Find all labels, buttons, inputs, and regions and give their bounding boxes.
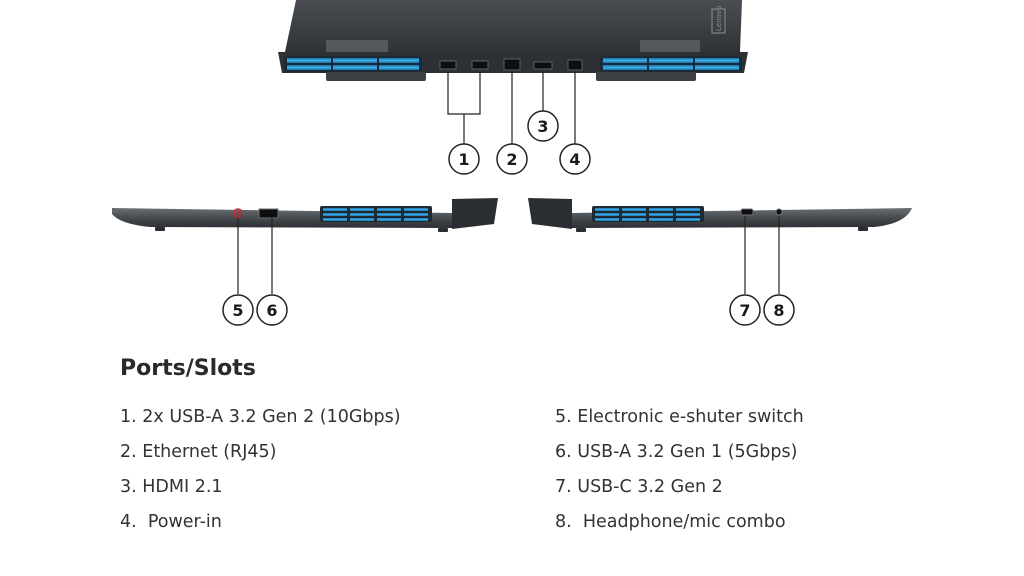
ethernet-port [503,58,521,71]
svg-text:4: 4 [569,150,580,169]
callout-8: 8 [763,294,795,326]
callout-4: 4 [559,143,591,175]
port-item-6: 6. USB-A 3.2 Gen 1 (5Gbps) [555,442,798,462]
callout-6: 6 [256,294,288,326]
port-item-7: 7. USB-C 3.2 Gen 2 [555,477,723,497]
svg-text:6: 6 [266,301,277,320]
callout-5: 5 [222,294,254,326]
callout-7: 7 [729,294,761,326]
usb-a-port-rear-2 [471,60,489,70]
lid-hinge-right [640,40,700,54]
lid-hinge-left [326,40,388,54]
left-side-hinge-block [452,198,498,229]
svg-text:5: 5 [232,301,243,320]
left-side-foot-1 [155,227,165,231]
power-in-port [567,59,583,71]
svg-text:1: 1 [458,150,469,169]
left-side-vent [320,206,432,222]
right-side-foot-2 [858,227,868,231]
base-foot-left [326,72,426,81]
e-shutter-switch [233,208,243,218]
right-leader-lines [744,216,780,294]
callout-2: 2 [496,143,528,175]
ports-list-right: 5. Electronic e-shuter switch 6. USB-A 3… [555,405,804,545]
port-item-2: 2. Ethernet (RJ45) [120,442,277,462]
laptop-lid [285,0,742,52]
lenovo-logo: Lenovo [711,6,726,34]
callout-1: 1 [448,143,480,175]
laptop-rear-view-icon: Lenovo [278,0,748,81]
right-side-vent [592,206,704,222]
port-item-1: 1. 2x USB-A 3.2 Gen 2 (10Gbps) [120,407,401,427]
port-item-3: 3. HDMI 2.1 [120,477,223,497]
ports-list-left: 1. 2x USB-A 3.2 Gen 2 (10Gbps) 2. Ethern… [120,405,401,545]
laptop-left-side-icon [112,198,498,232]
svg-text:Lenovo: Lenovo [715,6,723,31]
right-side-foot-1 [576,228,586,232]
usb-a-port-rear-1 [439,60,457,70]
rear-leader-lines [447,72,576,144]
left-leader-lines [237,218,273,294]
right-side-hinge-block [528,198,572,229]
laptop-right-side-icon [528,198,912,232]
callout-3: 3 [527,110,559,142]
usb-a-port-left [258,208,279,219]
port-item-5: 5. Electronic e-shuter switch [555,407,804,427]
rear-vent-left [284,56,422,72]
rear-vent-right [600,56,742,72]
port-item-4: 4. Power-in [120,512,222,532]
svg-text:7: 7 [739,301,750,320]
port-item-8: 8. Headphone/mic combo [555,512,786,532]
base-foot-right [596,72,696,81]
ports-section-title: Ports/Slots [120,356,256,381]
headphone-jack [775,208,783,216]
svg-text:8: 8 [773,301,784,320]
svg-text:2: 2 [506,150,517,169]
left-side-foot-2 [438,228,448,232]
svg-text:3: 3 [537,117,548,136]
hdmi-port [533,61,553,70]
usb-c-port [740,208,754,216]
